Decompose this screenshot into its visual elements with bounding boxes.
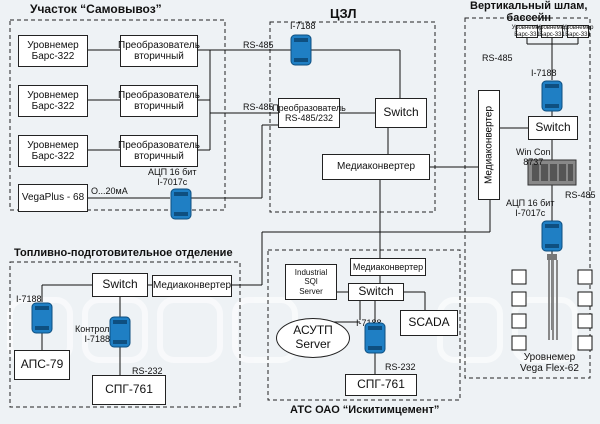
i7188-czl-label: I-7188	[290, 21, 316, 31]
shlam-media-converter: Медиаконвертер	[478, 90, 500, 200]
i7188-device-czl	[290, 34, 312, 66]
adc-label-2: АЦП 16 бит I-7017c	[506, 198, 555, 218]
controller-i7188-device	[109, 316, 131, 348]
toplivo-switch: Switch	[92, 273, 148, 297]
current-range-label: О...20мА	[91, 186, 128, 196]
spg-761-left: СПГ-761	[92, 375, 166, 405]
vegaplus-68: VegaPlus - 68	[18, 184, 88, 212]
i7188-device-shlam	[541, 80, 563, 112]
level-meter-bars331-2: Уровнемер Барс-331	[536, 24, 568, 38]
level-meter-bars322-3: Уровнемер Барс-322	[18, 135, 88, 167]
czl-media-converter: Медиаконвертер	[322, 154, 430, 180]
rs485-label-d: RS-485	[565, 190, 596, 200]
level-meter-bars331-1: Уровнемер Барс-331	[511, 24, 543, 38]
adc-device-1	[170, 188, 192, 220]
vega-flex-label: Уровнемер Vega Flex-62	[520, 352, 579, 374]
industrial-sql-server: Industrial SQl Server	[285, 264, 337, 300]
tank-squares	[511, 269, 593, 351]
rs232-label-b: RS-232	[385, 362, 416, 372]
secondary-converter-3: Преобразователь вторичный	[118, 135, 200, 167]
ats-media-converter: Медиаконвертер	[350, 258, 426, 276]
vega-flex-probe	[547, 254, 558, 340]
i7188-top-label: I-7188	[16, 294, 42, 304]
wincon-device	[527, 159, 577, 186]
scada-box: SCADA	[400, 310, 458, 336]
rs485-label-a: RS-485	[243, 40, 274, 50]
level-meter-bars322-1: Уровнемер Барс-322	[18, 35, 88, 67]
toplivo-media-converter: Медиаконвертер	[152, 275, 232, 297]
ats-switch: Switch	[348, 283, 404, 301]
region-toplivo-title: Топливно-подготовительное отделение	[14, 247, 233, 259]
wincon-label: Win Con 8737	[516, 147, 551, 167]
region-ats-title: АТС ОАО “Искитимцемент”	[290, 404, 440, 416]
region-borders	[9, 17, 591, 408]
aps-79: АПС-79	[14, 350, 70, 380]
czl-switch: Switch	[375, 98, 427, 128]
asutp-server: АСУТП Server	[276, 318, 350, 358]
region-shlam-title: Вертикальный шлам, бассейн	[470, 0, 588, 25]
rs232-label-a: RS-232	[132, 366, 163, 376]
i7188-device-toplivo	[31, 302, 53, 334]
adc-device-2	[541, 220, 563, 252]
level-meter-bars322-2: Уровнемер Барс-322	[18, 85, 88, 117]
controller-label: Контролер I-7188	[75, 324, 120, 344]
spg-761-ats: СПГ-761	[345, 374, 417, 396]
i7188-shlam-label: I-7188	[531, 68, 557, 78]
rs485-232-converter: Преобразователь RS-485/232	[272, 98, 346, 128]
level-meter-bars331-3: Уровнемер Барс-331	[562, 24, 594, 38]
region-samovyvoz-title: Участок “Самовывоз”	[30, 2, 162, 16]
rs485-label-c: RS-485	[482, 53, 513, 63]
adc-label-1: АЦП 16 бит I-7017c	[148, 167, 197, 187]
secondary-converter-2: Преобразователь вторичный	[118, 85, 200, 117]
secondary-converter-1: Преобразователь вторичный	[118, 35, 200, 67]
region-czl-title: ЦЗЛ	[330, 6, 357, 21]
i7188-device-ats	[364, 322, 386, 354]
rs485-label-b: RS-485	[243, 102, 274, 112]
shlam-switch: Switch	[528, 116, 578, 140]
